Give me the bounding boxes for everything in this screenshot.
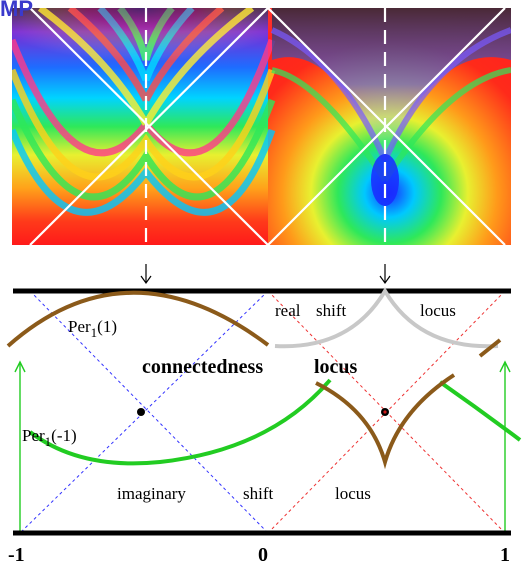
axis-tick-zero: 0 (258, 544, 268, 565)
left-side-arrow (14, 360, 26, 533)
brown-cusp-curve (315, 373, 456, 470)
blue-dashed-diagonals (19, 290, 269, 534)
per1-plus-curve (6, 290, 270, 348)
down-arrow-left (140, 264, 152, 285)
parameter-space-image (12, 8, 511, 245)
real-shift-locus-curve (274, 287, 499, 349)
green-curve-right (438, 380, 522, 442)
corner-label: MP (0, 0, 33, 21)
shift-label-bottom: shift (243, 484, 274, 503)
connectedness-label: connectedness (142, 356, 263, 378)
down-arrow-right (379, 264, 391, 285)
per1-plus-label: Per1(1) (68, 317, 117, 340)
per1-minus-curve (28, 378, 332, 466)
real-label: real (275, 301, 301, 320)
center-dot-left (137, 408, 145, 416)
shift-label-top: shift (316, 301, 347, 320)
locus-label-mid: locus (314, 356, 358, 378)
per1-minus-label: Per1(-1) (22, 426, 77, 449)
right-side-arrow (499, 360, 511, 533)
schematic-diagram: real shift locus Per1(1) connectedness l… (6, 287, 522, 565)
center-dot-right-inner (383, 410, 387, 414)
brown-short-right (478, 338, 502, 358)
locus-label-top: locus (420, 301, 456, 320)
axis-tick-one: 1 (500, 544, 510, 565)
locus-label-bottom: locus (335, 484, 371, 503)
imaginary-label: imaginary (117, 484, 186, 503)
axis-tick-minus-one: -1 (8, 544, 25, 565)
